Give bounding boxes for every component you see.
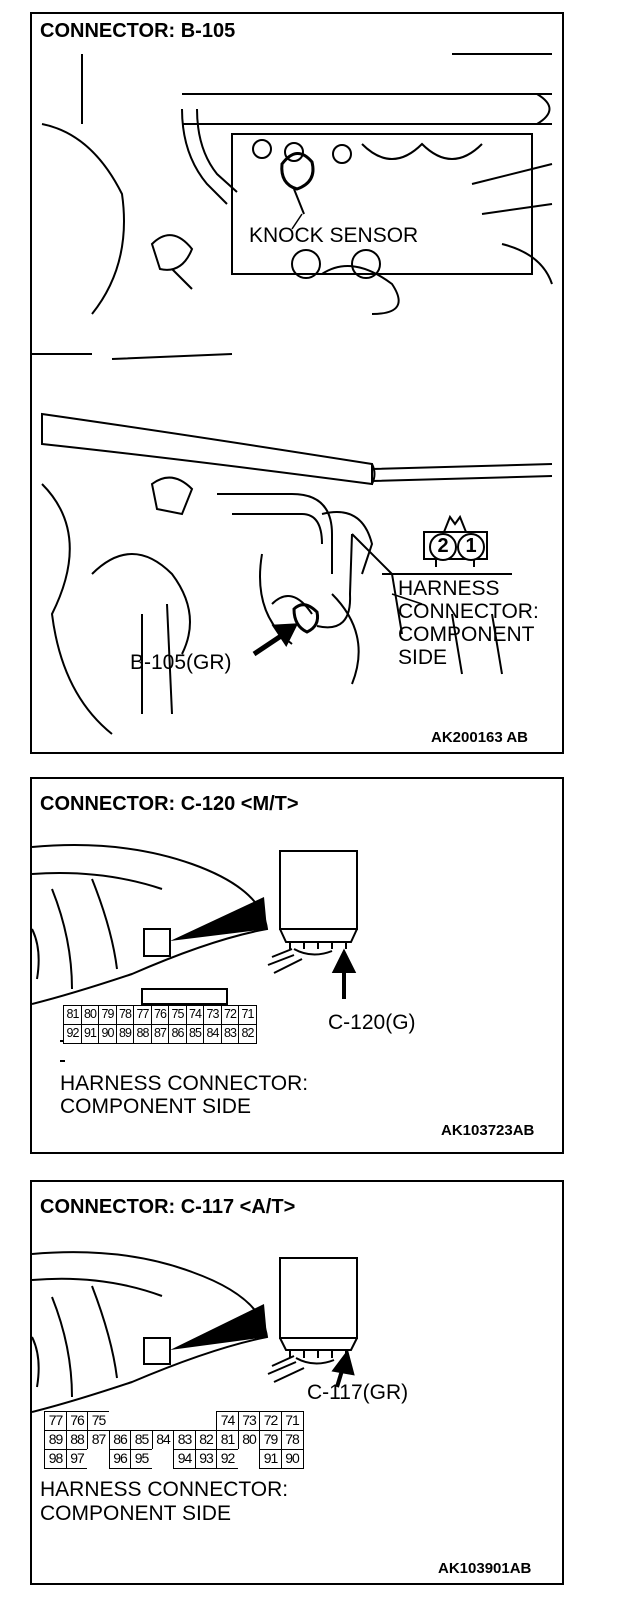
- pin-cell-73: 73: [237, 1411, 261, 1431]
- pin-cell-empty: [194, 1411, 218, 1431]
- pin-cell-91: 91: [80, 1024, 100, 1044]
- pin-cell-86: 86: [168, 1024, 187, 1044]
- pin-cell-72: 72: [220, 1005, 240, 1025]
- pin-cell-80: 80: [237, 1430, 261, 1450]
- pin-cell-74: 74: [216, 1411, 239, 1431]
- pin-cell-empty: [108, 1411, 132, 1431]
- pin-cell-84: 84: [151, 1430, 175, 1450]
- pin-cell-74: 74: [185, 1005, 205, 1025]
- harness-label-line2: COMPONENT SIDE: [40, 1502, 231, 1525]
- pin-cell-empty: [130, 1411, 153, 1431]
- pin-cell-empty: [87, 1449, 110, 1469]
- pin-cell-83: 83: [220, 1024, 240, 1044]
- pin-cell-92: 92: [216, 1449, 239, 1469]
- pin-cell-81: 81: [216, 1430, 239, 1450]
- panel-title: CONNECTOR: C-120 <M/T>: [40, 793, 299, 815]
- pin-cell-85: 85: [185, 1024, 205, 1044]
- harness-label-line1: HARNESS: [398, 577, 500, 600]
- connector-label: C-117(GR): [307, 1381, 409, 1404]
- pin-cell-76: 76: [65, 1411, 89, 1431]
- pin-cell-98: 98: [44, 1449, 67, 1469]
- pin-cell-71: 71: [238, 1005, 257, 1025]
- dashboard-illustration: [32, 844, 358, 1062]
- knock-sensor-label: KNOCK SENSOR: [249, 224, 419, 247]
- pin-cell-85: 85: [130, 1430, 153, 1450]
- pin-cell-empty: [173, 1411, 196, 1431]
- pin-cell-empty: [151, 1411, 175, 1431]
- pin-cell-87: 87: [150, 1024, 170, 1044]
- pin-cell-92: 92: [63, 1024, 82, 1044]
- pin-cell-90: 90: [98, 1024, 117, 1044]
- harness-label-line3: COMPONENT: [398, 623, 535, 646]
- pin-cell-79: 79: [259, 1430, 282, 1450]
- pin-cell-86: 86: [108, 1430, 132, 1450]
- pin-cell-90: 90: [280, 1449, 304, 1469]
- pin-cell-96: 96: [108, 1449, 132, 1469]
- pin-cell-82: 82: [194, 1430, 218, 1450]
- pin-cell-95: 95: [130, 1449, 153, 1469]
- pin-cell-77: 77: [44, 1411, 67, 1431]
- pin-cell-empty: [151, 1449, 175, 1469]
- pin-cell-88: 88: [133, 1024, 152, 1044]
- harness-label-line2: CONNECTOR:: [398, 600, 539, 623]
- pin-cell-76: 76: [150, 1005, 170, 1025]
- harness-label-line1: HARNESS CONNECTOR:: [60, 1072, 309, 1095]
- pin-cell-87: 87: [87, 1430, 110, 1450]
- pin-cell-80: 80: [80, 1005, 100, 1025]
- connector-label: C-120(G): [328, 1011, 416, 1034]
- harness-label-line1: HARNESS CONNECTOR:: [40, 1478, 289, 1501]
- pin-cell-78: 78: [280, 1430, 304, 1450]
- pin-cell-83: 83: [173, 1430, 196, 1450]
- pin-cell-75: 75: [168, 1005, 187, 1025]
- pin-cell-71: 71: [280, 1411, 304, 1431]
- pin-cell-97: 97: [65, 1449, 89, 1469]
- pin-cell-empty: [237, 1449, 261, 1469]
- pin-cell-84: 84: [203, 1024, 222, 1044]
- pin-cell-89: 89: [115, 1024, 135, 1044]
- panel-title: CONNECTOR: C-117 <A/T>: [40, 1196, 296, 1218]
- reference-code: AK103723AB: [441, 1122, 535, 1139]
- pin-cell-73: 73: [203, 1005, 222, 1025]
- reference-code: AK200163 AB: [431, 729, 528, 746]
- pin-cell-77: 77: [133, 1005, 152, 1025]
- pin-cell-72: 72: [259, 1411, 282, 1431]
- dashboard-illustration: [32, 1251, 358, 1413]
- connector-label: B-105(GR): [130, 651, 232, 674]
- pin-cell-88: 88: [65, 1430, 89, 1450]
- pin-cell-75: 75: [87, 1411, 110, 1431]
- pin-cell-81: 81: [63, 1005, 82, 1025]
- pin-cell-94: 94: [173, 1449, 196, 1469]
- pin-2-marker: 2: [429, 533, 457, 561]
- pin-cell-93: 93: [194, 1449, 218, 1469]
- reference-code: AK103901AB: [438, 1560, 532, 1577]
- panel-title: CONNECTOR: B-105: [40, 20, 236, 42]
- pin-cell-79: 79: [98, 1005, 117, 1025]
- harness-label-line2: COMPONENT SIDE: [60, 1095, 251, 1118]
- pin-cell-91: 91: [259, 1449, 282, 1469]
- engine-illustration: [32, 53, 553, 735]
- harness-label-line4: SIDE: [398, 646, 448, 669]
- pin-cell-82: 82: [238, 1024, 257, 1044]
- pin-cell-89: 89: [44, 1430, 67, 1450]
- pin-1-marker: 1: [457, 533, 485, 561]
- panel-connector-b105: CONNECTOR: B-105 KNOCK SENSOR 2 1 HARNES…: [30, 12, 564, 754]
- pin-cell-78: 78: [115, 1005, 135, 1025]
